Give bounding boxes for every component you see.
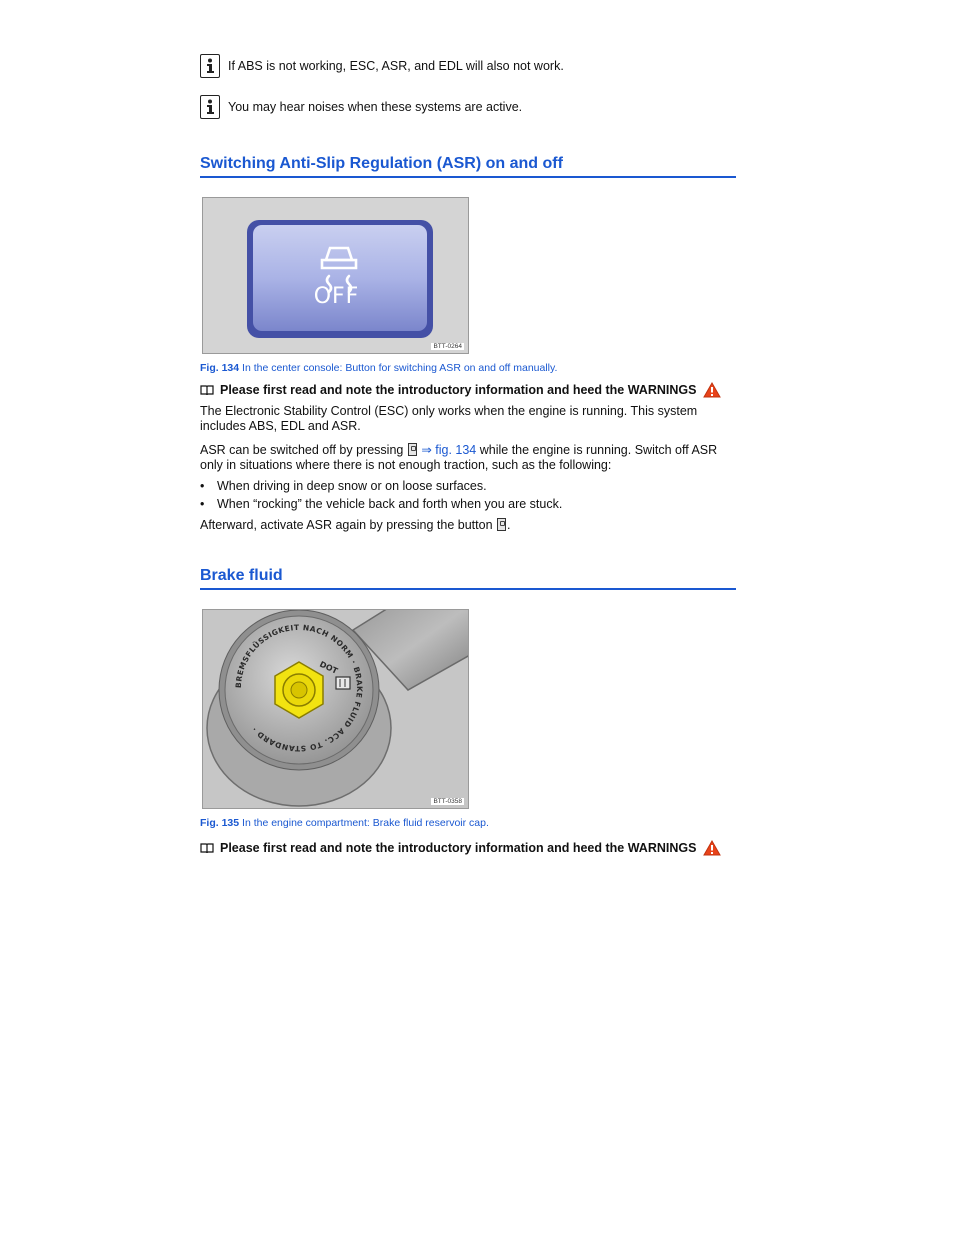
asr-button-illustration: [203, 198, 468, 353]
list-item-text: When driving in deep snow or on loose su…: [217, 479, 487, 493]
figure-caption-text: In the engine compartment: Brake fluid r…: [239, 817, 489, 829]
list-item: • When “rocking” the vehicle back and fo…: [200, 497, 562, 511]
warning-icon: [703, 382, 722, 398]
paragraph-text: .: [507, 518, 511, 532]
info-note: You may hear noises when these systems a…: [200, 95, 522, 119]
figure-number: Fig. 134: [200, 362, 240, 374]
intro-line: Please first read and note the introduct…: [200, 840, 722, 856]
asr-button-icon: [497, 518, 507, 531]
figure-caption: Fig. 134 In the center console: Button f…: [200, 362, 557, 374]
list-item: • When driving in deep snow or on loose …: [200, 479, 487, 493]
section-title-brake-fluid: Brake fluid: [200, 567, 736, 590]
figure-code: BTT-0358: [431, 798, 464, 805]
list-item-text: When “rocking” the vehicle back and fort…: [217, 497, 563, 511]
note-text: If ABS is not working, ESC, ASR, and EDL…: [228, 59, 564, 73]
figure-brake-fluid-cap: BREMSFLÜSSIGKEIT NACH NORM · BRAKE FLUID…: [202, 609, 469, 809]
paragraph-reactivate: Afterward, activate ASR again by pressin…: [200, 518, 740, 533]
bullet-dot: •: [200, 497, 205, 511]
intro-text: Please first read and note the introduct…: [220, 383, 697, 397]
figure-number: Fig. 135: [200, 817, 240, 829]
warning-icon: [703, 840, 722, 856]
brake-fluid-cap-illustration: BREMSFLÜSSIGKEIT NACH NORM · BRAKE FLUID…: [203, 610, 468, 808]
intro-text: Please first read and note the introduct…: [220, 841, 697, 855]
asr-off-label: OFF: [313, 284, 360, 309]
info-icon: [200, 95, 220, 119]
bullet-dot: •: [200, 479, 205, 493]
paragraph-asr-off: ASR can be switched off by pressing ⇒ fi…: [200, 443, 740, 473]
note-text: You may hear noises when these systems a…: [228, 100, 523, 114]
book-icon: [200, 842, 214, 854]
figure-caption: Fig. 135 In the engine compartment: Brak…: [200, 817, 489, 829]
figure-code: BTT-0264: [431, 343, 464, 350]
info-note: If ABS is not working, ESC, ASR, and EDL…: [200, 54, 564, 78]
book-icon: [200, 384, 214, 396]
figure-caption-text: In the center console: Button for switch…: [239, 362, 558, 374]
info-icon: [200, 54, 220, 78]
figure-link[interactable]: ⇒ fig. 134: [421, 443, 477, 457]
asr-button-icon: [407, 443, 417, 456]
figure-asr-button: OFF BTT-0264: [202, 197, 469, 354]
paragraph-esc: The Electronic Stability Control (ESC) o…: [200, 404, 698, 433]
paragraph-text: ASR can be switched off by pressing: [200, 443, 407, 457]
intro-line: Please first read and note the introduct…: [200, 382, 722, 398]
paragraph-text: Afterward, activate ASR again by pressin…: [200, 518, 497, 532]
paragraph-text: while the engine is running. Switch off …: [200, 443, 718, 472]
section-title-asr: Switching Anti-Slip Regulation (ASR) on …: [200, 155, 736, 178]
